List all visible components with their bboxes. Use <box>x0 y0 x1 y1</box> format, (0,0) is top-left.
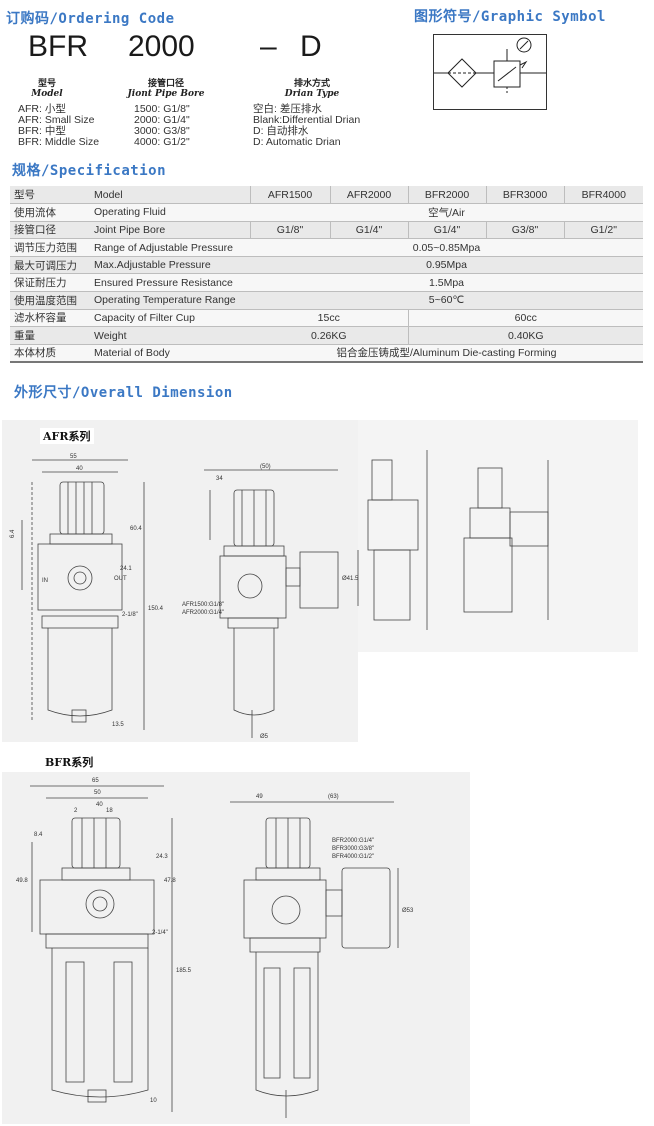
svg-text:(63): (63) <box>328 794 339 800</box>
svg-text:AFR2000:G1/4": AFR2000:G1/4" <box>182 610 224 616</box>
svg-text:47.8: 47.8 <box>164 878 176 884</box>
label-drain: 排水方式 Drian Type <box>284 79 340 99</box>
code-size: 2000 <box>128 30 195 63</box>
afr-drawing-panel <box>2 420 358 742</box>
table-row: 最大可调压力 Max.Adjustable Pressure 0.95Mpa <box>10 256 643 275</box>
svg-text:Ø53: Ø53 <box>402 908 414 914</box>
svg-text:(50): (50) <box>260 464 271 470</box>
svg-text:60.4: 60.4 <box>130 526 142 532</box>
table-row: 保证耐压力 Ensured Pressure Resistance 1.5Mpa <box>10 273 643 293</box>
svg-text:50: 50 <box>94 790 101 796</box>
svg-text:IN: IN <box>42 578 48 584</box>
model-options: AFR: 小型 AFR: Small Size BFR: 中型 BFR: Mid… <box>18 103 100 148</box>
svg-text:13.5: 13.5 <box>112 722 124 728</box>
svg-text:2-1/8": 2-1/8" <box>122 612 138 618</box>
svg-text:10: 10 <box>150 1098 157 1104</box>
svg-text:24.3: 24.3 <box>156 854 168 860</box>
svg-text:2: 2 <box>74 808 78 814</box>
bfr-dimension-drawing: 65 50 40 2 18 8.4 49.8 24.3 47.8 185.5 10 2-1/… <box>16 778 414 1118</box>
svg-text:6.4: 6.4 <box>10 529 16 538</box>
specification-table: 型号 Model AFR1500 AFR2000 BFR2000 BFR3000… <box>10 186 643 363</box>
label-bore: 接管口径 Jiont Pipe Bore <box>127 79 205 99</box>
svg-text:49.8: 49.8 <box>16 878 28 884</box>
svg-text:Ø41.5: Ø41.5 <box>342 576 359 582</box>
code-suffix: D <box>300 30 322 63</box>
afr-series-label: AFR系列 <box>40 428 94 444</box>
svg-text:65: 65 <box>92 778 99 784</box>
svg-text:55: 55 <box>70 454 77 460</box>
svg-text:2-1/4": 2-1/4" <box>152 930 168 936</box>
svg-text:BFR4000:G1/2": BFR4000:G1/2" <box>332 854 374 860</box>
svg-text:49: 49 <box>256 794 263 800</box>
afr-dimension-drawing: 55 40 6.4 60.4 24.1 150.4 13.5 OUT IN 2-1/8"… <box>10 450 549 740</box>
svg-text:34: 34 <box>216 476 223 482</box>
svg-text:150.4: 150.4 <box>148 606 164 612</box>
svg-text:185.5: 185.5 <box>176 968 192 974</box>
table-row: 本体材质 Material of Body 铝合金压铸成型/Aluminum D… <box>10 344 643 363</box>
ordering-code-header: 订购码/Ordering Code <box>6 11 175 27</box>
drain-options: 空白: 差压排水 Blank:Differential Drian D: 自动排… <box>253 103 361 148</box>
code-prefix: BFR <box>28 30 88 63</box>
table-row: 型号 Model AFR1500 AFR2000 BFR2000 BFR3000… <box>10 186 643 205</box>
specification-header: 规格/Specification <box>12 163 167 179</box>
svg-text:40: 40 <box>76 466 83 472</box>
svg-text:18: 18 <box>106 808 113 814</box>
bfr-series-label: BFR系列 <box>42 754 97 770</box>
table-row: 重量 Weight 0.26KG 0.40KG <box>10 326 643 345</box>
svg-text:BFR2000:G1/4": BFR2000:G1/4" <box>332 838 374 844</box>
svg-text:Ø5: Ø5 <box>260 734 269 740</box>
graphic-symbol-frame <box>433 34 547 110</box>
table-row: 使用温度范围 Operating Temperature Range 5~60℃ <box>10 291 643 310</box>
svg-text:40: 40 <box>96 802 103 808</box>
table-row: 使用流体 Operating Fluid 空气/Air <box>10 203 643 222</box>
svg-text:AFR1500:G1/8": AFR1500:G1/8" <box>182 602 224 608</box>
graphic-symbol-header: 图形符号/Graphic Symbol <box>414 9 606 25</box>
table-row: 接管口径 Joint Pipe Bore G1/8" G1/4" G1/4" G… <box>10 221 643 240</box>
label-model: 型号 Model <box>31 79 63 99</box>
graphic-symbol-icon <box>434 37 546 95</box>
svg-text:24.1: 24.1 <box>120 566 132 572</box>
svg-text:OUT: OUT <box>114 576 127 582</box>
overall-dimension-header: 外形尺寸/Overall Dimension <box>14 385 233 401</box>
afr-side-photo-panel <box>358 420 638 652</box>
bore-options: 1500: G1/8" 2000: G1/4" 3000: G3/8" 4000… <box>134 103 190 148</box>
table-row: 滤水杯容量 Capacity of Filter Cup 15cc 60cc <box>10 309 643 328</box>
table-row: 调节压力范围 Range of Adjustable Pressure 0.05… <box>10 238 643 257</box>
code-dash: – <box>260 30 277 63</box>
svg-text:BFR3000:G3/8": BFR3000:G3/8" <box>332 846 374 852</box>
svg-text:8.4: 8.4 <box>34 832 43 838</box>
